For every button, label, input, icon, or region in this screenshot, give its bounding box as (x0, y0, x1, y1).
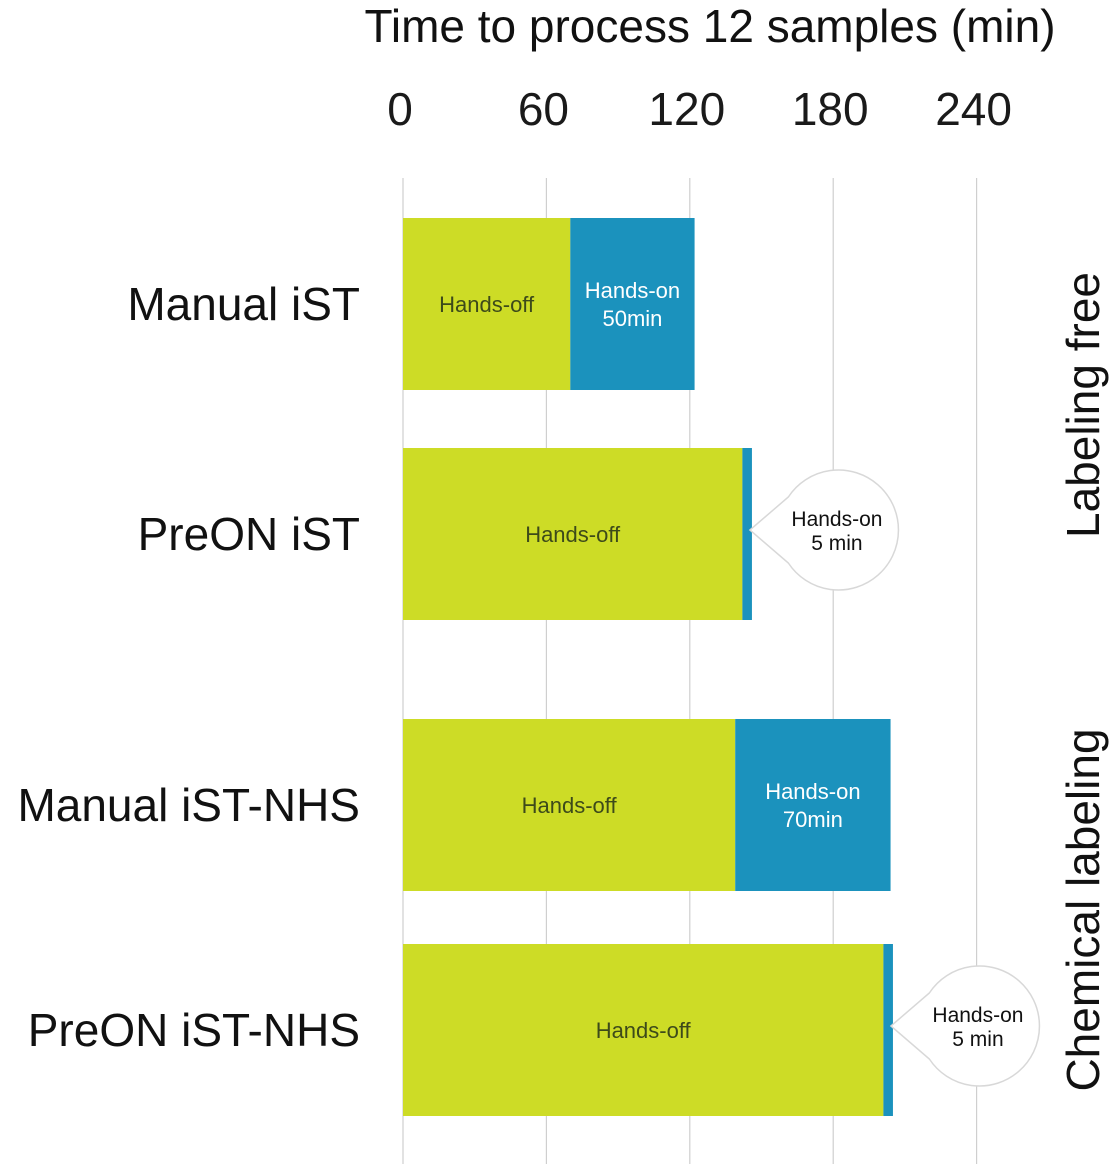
bar-hands-off-manual-ist (403, 218, 571, 390)
group-label-chemical-labeling: Chemical labeling (1057, 728, 1109, 1091)
bar-label-hands-off-manual-ist-0: Hands-off (439, 292, 535, 317)
bar-label-hands-off-manual-ist-nhs-0: Hands-off (522, 793, 618, 818)
x-tick-label-240: 240 (935, 83, 1012, 135)
callout-label-preon-ist-nhs-1: 5 min (952, 1028, 1003, 1051)
category-label-manual-ist: Manual iST (127, 278, 360, 330)
x-tick-label-60: 60 (518, 83, 569, 135)
callout-bubble-preon-ist-nhs (889, 965, 1041, 1087)
category-label-preon-ist: PreON iST (138, 508, 360, 560)
bar-hands-off-preon-ist-nhs (403, 944, 884, 1116)
category-label-preon-ist-nhs: PreON iST-NHS (28, 1004, 360, 1056)
callout-bubble-preon-ist (748, 469, 900, 591)
bar-group-manual-ist-nhs: Hands-off Hands-on 70min (403, 719, 891, 891)
category-labels: Manual iST PreON iST Manual iST-NHS PreON i… (17, 278, 360, 1056)
bar-hands-off-manual-ist-nhs (403, 719, 736, 891)
bar-group-preon-ist-nhs: Hands-off Hands-on5 min (403, 944, 1041, 1116)
bar-hands-on-preon-ist-nhs (883, 944, 893, 1116)
callout-label-preon-ist-0: Hands-on (791, 508, 882, 531)
x-tick-label-0: 0 (387, 83, 413, 135)
bar-label-hands-off-preon-ist-nhs-0: Hands-off (596, 1018, 692, 1043)
callout-label-preon-ist-1: 5 min (811, 532, 862, 555)
bar-label-hands-off-preon-ist-0: Hands-off (525, 522, 621, 547)
x-tick-label-180: 180 (792, 83, 869, 135)
bar-hands-on-manual-ist-nhs (735, 719, 891, 891)
bars: Hands-offHands-on50minHands-offHands-on5… (403, 218, 1041, 1116)
bar-group-preon-ist: Hands-off Hands-on5 min (403, 448, 900, 620)
x-tick-label-120: 120 (648, 83, 725, 135)
bar-label-hands-on-manual-ist-nhs-1: 70min (783, 807, 843, 832)
bar-label-hands-on-manual-ist-0: Hands-on (585, 278, 680, 303)
bar-label-hands-on-manual-ist-1: 50min (602, 306, 662, 331)
category-label-manual-ist-nhs: Manual iST-NHS (17, 779, 360, 831)
bar-hands-off-preon-ist (403, 448, 743, 620)
axis-title: Time to process 12 samples (min) (364, 0, 1055, 52)
bar-hands-on-preon-ist (742, 448, 752, 620)
bar-label-hands-on-manual-ist-nhs-0: Hands-on (765, 779, 860, 804)
x-axis-ticks: 0 60 120 180 240 (387, 83, 1012, 135)
callout-label-preon-ist-nhs-0: Hands-on (932, 1004, 1023, 1027)
bar-hands-on-manual-ist (570, 218, 695, 390)
bar-group-manual-ist: Hands-off Hands-on 50min (403, 218, 695, 390)
group-label-labeling-free: Labeling free (1057, 272, 1109, 538)
